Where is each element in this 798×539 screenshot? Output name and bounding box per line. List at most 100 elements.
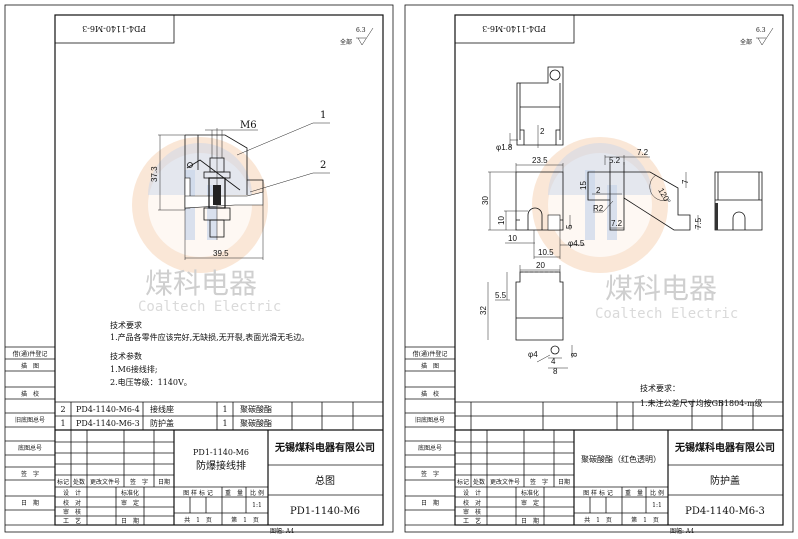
dim-4: 4 bbox=[551, 357, 556, 366]
label-process: 工 艺 bbox=[63, 517, 81, 525]
sheet-size: 图幅: A4 bbox=[670, 527, 694, 535]
label-scale: 比 例 bbox=[650, 489, 664, 497]
dim-top-2: 2 bbox=[540, 127, 545, 136]
label-mark: 标记 bbox=[57, 478, 69, 486]
label-sign: 签 字 bbox=[530, 478, 548, 486]
watermark-en: Coaltech Electric bbox=[138, 299, 281, 315]
label-sample-mark: 图 样 标 记 bbox=[583, 489, 613, 497]
item-2-label: 2 bbox=[320, 160, 326, 171]
label-change-doc: 更改文件号 bbox=[90, 478, 120, 486]
scale-value: 1:1 bbox=[652, 502, 662, 509]
strip-label: 描 图 bbox=[421, 362, 439, 370]
drawing-title: 总图 bbox=[315, 474, 335, 487]
watermark-cn: 煤科电器 bbox=[605, 272, 717, 305]
bom-cell: PD4-1140-M6-4 bbox=[76, 405, 140, 414]
label-check: 校 对 bbox=[63, 499, 81, 507]
param-2: 2.电压等级：1140V。 bbox=[110, 377, 192, 387]
label-scale: 比 例 bbox=[250, 489, 264, 497]
roughness-value: 6.3 bbox=[356, 27, 366, 34]
label-design: 设 计 bbox=[63, 489, 81, 497]
drawing-number: PD4-1140-M6-3 bbox=[685, 506, 765, 517]
label-count: 处数 bbox=[473, 478, 485, 486]
strip-label: 旧底图总号 bbox=[415, 416, 445, 424]
watermark: 煤科电器 Coaltech Electric bbox=[132, 137, 281, 315]
item-1-label: 1 bbox=[320, 110, 326, 121]
label-approve: 审 定 bbox=[121, 499, 139, 507]
part-name: 防爆接线排 bbox=[196, 459, 246, 472]
dim-7-2-bottom: 7.2 bbox=[611, 219, 623, 228]
label-standard: 标准化 bbox=[521, 489, 539, 497]
label-design: 设 计 bbox=[463, 489, 481, 497]
strip-label: 底图总号 bbox=[418, 444, 442, 452]
watermark-cn: 煤科电器 bbox=[145, 267, 257, 300]
roughness-icon bbox=[356, 27, 374, 46]
dim-thread: M6 bbox=[240, 120, 257, 131]
strip-label: 借(通)件登记 bbox=[13, 350, 48, 358]
bom-cell: 1 bbox=[222, 419, 227, 428]
code-tab bbox=[454, 14, 575, 44]
strip-label: 描 校 bbox=[421, 390, 439, 398]
bom-cell: 1 bbox=[222, 405, 227, 414]
drawing-sheet-assembly: 煤科电器 Coaltech Electric M6 1 2 37.3 39.5 … bbox=[4, 4, 394, 535]
strip-label: 底图总号 bbox=[18, 444, 42, 452]
dim-height: 37.3 bbox=[150, 166, 159, 182]
roughness-label: 全部 bbox=[740, 38, 752, 46]
bom-cell: 1 bbox=[60, 419, 65, 428]
strip-label: 旧底图总号 bbox=[15, 416, 45, 424]
dim-8-horizontal: 8 bbox=[553, 367, 558, 376]
code-tab-label: PD4-1140-M6-3 bbox=[482, 24, 546, 33]
label-sign: 签 字 bbox=[130, 478, 148, 486]
label-count: 处数 bbox=[73, 478, 85, 486]
note-1: 1.未注公差尺寸均按GB1804-m级 bbox=[640, 398, 763, 408]
strip-label: 描 图 bbox=[21, 362, 39, 370]
dim-20: 20 bbox=[536, 261, 545, 270]
label-date-2: 日 期 bbox=[121, 517, 139, 525]
part-views: 2 φ1.8 23.5 30 10 10 10.5 5 φ4.5 7.2 5.2… bbox=[479, 66, 763, 376]
bom-cell: PD4-1140-M6-3 bbox=[76, 419, 140, 428]
inner-border bbox=[54, 14, 384, 526]
roughness-label: 全部 bbox=[340, 38, 352, 46]
notes-title: 技术要求： bbox=[640, 383, 680, 393]
title-block: 标记处数更改文件号签 字日期设 计校 对审 核工 艺标准化审 定日 期图 样 标… bbox=[455, 429, 783, 535]
dim-30: 30 bbox=[481, 196, 490, 205]
strip-label: 借(通)件登记 bbox=[413, 350, 448, 358]
strip-label: 签 字 bbox=[421, 470, 439, 478]
total-pages: 共 1 页 bbox=[584, 516, 612, 524]
note-1: 1.产品各零件应该完好,无缺损,无开裂,表面光滑无毛边。 bbox=[110, 332, 309, 342]
dim-5-5: 5.5 bbox=[495, 291, 507, 300]
code-tab-label: PD4-1140-M6-3 bbox=[82, 24, 146, 33]
part-code: PD1-1140-M6 bbox=[193, 448, 249, 457]
page-number: 第 1 页 bbox=[231, 516, 259, 524]
bom-table bbox=[455, 401, 783, 430]
total-pages: 共 1 页 bbox=[184, 516, 212, 524]
dim-7-5: 7.5 bbox=[694, 217, 703, 229]
label-date: 日期 bbox=[158, 478, 170, 486]
company-name: 无锡煤科电器有限公司 bbox=[674, 441, 775, 454]
drawing-title: 防护盖 bbox=[710, 474, 740, 487]
company-name: 无锡煤科电器有限公司 bbox=[274, 441, 375, 454]
dim-10-5: 10.5 bbox=[538, 248, 554, 257]
dim-15: 15 bbox=[579, 181, 588, 190]
technical-notes: 技术要求： 1.未注公差尺寸均按GB1804-m级 bbox=[640, 383, 763, 408]
page-number: 第 1 页 bbox=[631, 516, 659, 524]
roughness-icon bbox=[756, 27, 774, 46]
strip-label: 签 字 bbox=[21, 470, 39, 478]
label-standard: 标准化 bbox=[121, 489, 139, 497]
watermark-en: Coaltech Electric bbox=[595, 306, 738, 322]
dim-7: 7 bbox=[681, 179, 690, 184]
inner-border bbox=[454, 14, 784, 526]
label-date: 日期 bbox=[558, 478, 570, 486]
bom-cell: 防护盖 bbox=[150, 418, 174, 428]
dim-r2: R2 bbox=[593, 204, 604, 213]
assembly-view: M6 1 2 37.3 39.5 bbox=[150, 110, 330, 260]
dim-hole-1-8: φ1.8 bbox=[496, 143, 513, 152]
dim-5: 5 bbox=[565, 224, 574, 229]
code-tab bbox=[54, 14, 175, 44]
label-review: 审 核 bbox=[463, 508, 481, 516]
strip-label: 日 期 bbox=[421, 499, 439, 507]
scale-value: 1:1 bbox=[252, 502, 262, 509]
dim-10: 10 bbox=[508, 234, 517, 243]
